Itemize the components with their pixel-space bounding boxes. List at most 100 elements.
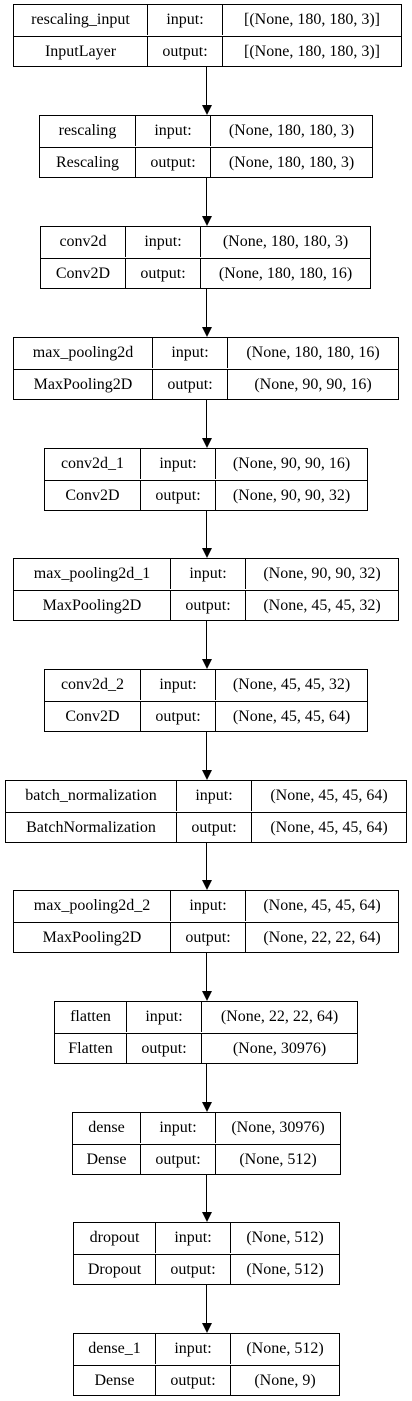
edge-arrow-line — [206, 621, 207, 659]
input-shape: (None, 180, 180, 3) — [228, 122, 355, 139]
output-shape: (None, 90, 90, 16) — [254, 376, 372, 393]
output-shape: (None, 180, 180, 16) — [218, 265, 353, 282]
cell-divider — [251, 781, 252, 811]
arrowhead-icon — [201, 880, 212, 890]
input-shape: (None, 180, 180, 16) — [246, 344, 380, 361]
layer-type: Conv2D — [65, 487, 120, 504]
arrowhead-icon — [201, 659, 212, 669]
cell-divider — [215, 481, 216, 511]
cell-divider — [245, 559, 246, 589]
cell-divider — [155, 1366, 156, 1396]
input-shape: (None, 180, 180, 3) — [222, 233, 349, 250]
cell-divider — [170, 923, 171, 953]
output-shape: (None, 512) — [246, 1261, 324, 1278]
cell-divider — [230, 1366, 231, 1396]
cell-divider — [215, 449, 216, 479]
output-shape: (None, 22, 22, 64) — [263, 929, 381, 946]
arrowhead-icon — [201, 1323, 212, 1333]
cell-divider — [215, 1145, 216, 1175]
input-shape: (None, 512) — [246, 1340, 324, 1357]
layer-name: rescaling — [58, 122, 117, 139]
cell-divider — [201, 1034, 202, 1064]
output-shape: (None, 180, 180, 3) — [228, 154, 355, 171]
cell-divider — [147, 37, 148, 67]
layer-name: conv2d_1 — [60, 455, 125, 472]
layer-type: InputLayer — [44, 43, 117, 60]
cell-divider — [215, 670, 216, 700]
layer-output-row: MaxPooling2D output: (None, 90, 90, 16) — [14, 369, 398, 400]
cell-divider — [251, 813, 252, 843]
layer-type: Rescaling — [55, 154, 120, 171]
cell-divider — [152, 338, 153, 368]
layer-type: MaxPooling2D — [42, 597, 142, 614]
input-label: input: — [174, 1340, 212, 1357]
input-label: input: — [171, 344, 209, 361]
input-shape: (None, 90, 90, 16) — [232, 455, 351, 472]
layer-name: rescaling_input — [31, 11, 130, 28]
input-shape: (None, 90, 90, 32) — [263, 565, 381, 582]
output-label: output: — [155, 708, 201, 725]
cell-divider — [135, 148, 136, 178]
cell-divider — [245, 923, 246, 953]
edge-arrow-line — [206, 843, 207, 880]
arrowhead-icon — [201, 1102, 212, 1112]
layer-type: MaxPooling2D — [42, 929, 142, 946]
cell-divider — [140, 702, 141, 732]
arrowhead-icon — [201, 770, 212, 780]
cell-divider — [176, 781, 177, 811]
arrowhead-icon — [201, 1212, 212, 1222]
output-label: output: — [155, 1151, 201, 1168]
layer-name: max_pooling2d_1 — [33, 565, 151, 582]
output-shape: (None, 9) — [254, 1372, 316, 1389]
output-shape: (None, 512) — [239, 1151, 317, 1168]
input-label: input: — [189, 897, 227, 914]
input-shape: (None, 22, 22, 64) — [220, 1008, 339, 1025]
cell-divider — [140, 481, 141, 511]
output-shape: (None, 30976) — [232, 1040, 327, 1057]
output-label: output: — [185, 597, 231, 614]
cell-divider — [155, 1223, 156, 1253]
layer-name: dropout — [89, 1229, 140, 1246]
arrowhead-icon — [201, 105, 212, 115]
layer-name: max_pooling2d — [32, 344, 134, 361]
edge-arrow-line — [206, 1285, 207, 1323]
output-label: output: — [167, 376, 213, 393]
input-shape: (None, 45, 45, 64) — [270, 787, 388, 804]
cell-divider — [135, 116, 136, 146]
layer-name: conv2d — [59, 233, 107, 250]
layer-output-row: MaxPooling2D output: (None, 45, 45, 32) — [14, 590, 398, 621]
edge-arrow-line — [206, 178, 207, 216]
output-label: output: — [155, 487, 201, 504]
cell-divider — [140, 449, 141, 479]
input-label: input: — [159, 1119, 197, 1136]
input-label: input: — [154, 122, 192, 139]
cell-divider — [230, 1334, 231, 1364]
cell-divider — [140, 1113, 141, 1143]
layer-name: batch_normalization — [25, 787, 157, 804]
cell-divider — [227, 338, 228, 368]
layer-type: Dense — [94, 1372, 135, 1389]
output-shape: (None, 45, 45, 32) — [263, 597, 381, 614]
cell-divider — [155, 1255, 156, 1285]
layer-type: MaxPooling2D — [33, 376, 133, 393]
edge-arrow-line — [206, 1064, 207, 1102]
cell-divider — [215, 1113, 216, 1143]
edge-arrow-line — [206, 511, 207, 548]
cell-divider — [170, 559, 171, 589]
